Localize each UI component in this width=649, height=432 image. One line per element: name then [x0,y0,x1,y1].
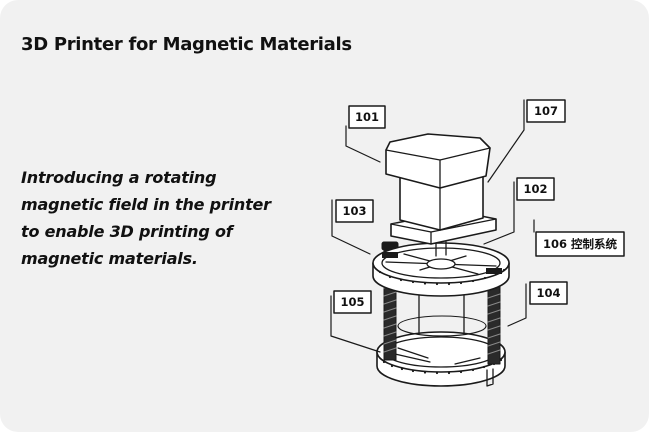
bottom-ring [376,331,506,387]
label-103-text: 103 [342,204,366,218]
label-105-text: 105 [340,295,364,309]
description-line: magnetic field in the printer [21,195,271,214]
label-107: 107 [526,99,566,123]
callout-leaders [330,99,535,353]
label-101: 101 [348,105,386,129]
label-105: 105 [333,290,372,314]
description-line: Introducing a rotating [21,168,217,187]
label-101-text: 101 [355,110,379,124]
label-102: 102 [516,177,555,201]
label-104-text: 104 [536,286,560,300]
description-line: magnetic materials. [21,249,198,268]
description-line: to enable 3D printing of [21,222,233,241]
label-102-text: 102 [523,182,547,196]
label-106-text: 106 控制系统 [543,237,618,251]
label-106: 106 控制系统 [535,231,625,257]
description-text: Introducing a rotating magnetic field in… [21,164,291,272]
motor-assembly [385,133,497,257]
label-107-text: 107 [534,104,558,118]
top-ring [372,242,510,297]
label-103: 103 [335,199,374,223]
card-title: 3D Printer for Magnetic Materials [21,34,352,55]
label-104: 104 [529,281,568,305]
